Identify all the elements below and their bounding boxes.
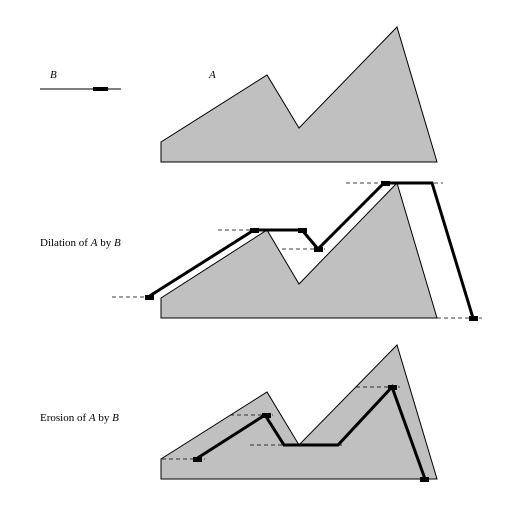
- label-dilation: Dilation of A by B: [40, 237, 121, 249]
- erosion-boundary-trace: [195, 384, 427, 480]
- shape-a: [160, 26, 438, 163]
- dilation-b-markers: [145, 181, 478, 321]
- erosion-panel: [160, 344, 438, 482]
- erosion-b-markers: [193, 385, 429, 482]
- dilation-shape-a: [160, 182, 438, 319]
- erosion-shape-a: [160, 344, 438, 480]
- label-erosion: Erosion of A by B: [40, 412, 119, 424]
- label-structuring-element-b: B: [50, 69, 57, 81]
- label-shape-a: A: [209, 69, 216, 81]
- structuring-element-b: [40, 87, 121, 91]
- dilation-panel: [112, 181, 482, 321]
